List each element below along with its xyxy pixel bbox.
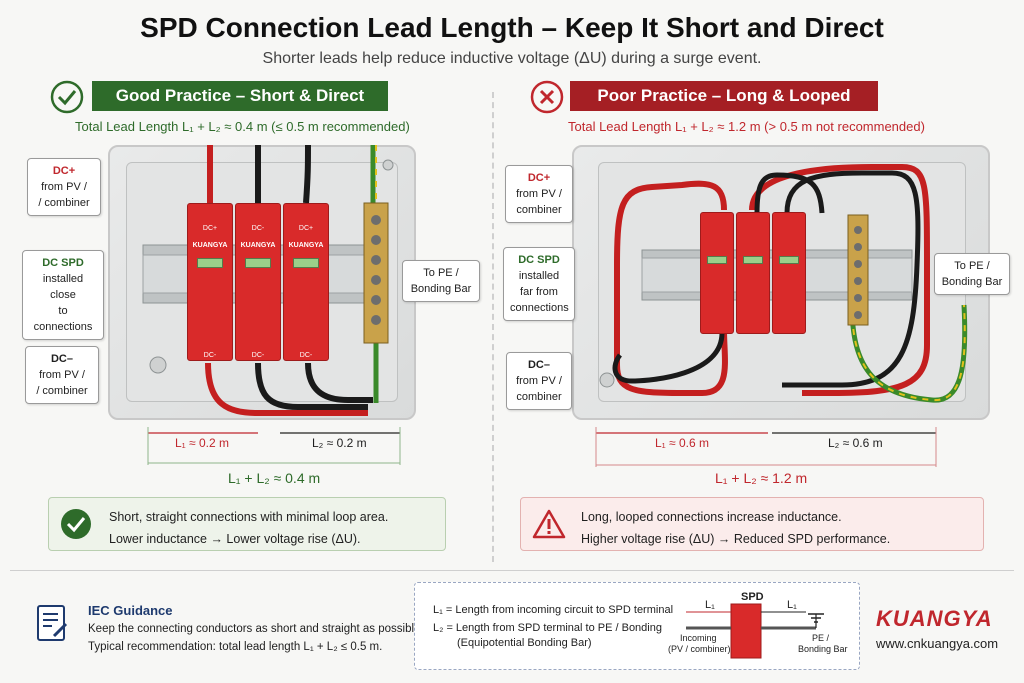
legend-box xyxy=(414,582,860,670)
legend-incoming-2: (PV / combiner) xyxy=(668,644,731,654)
good-spd-1-top: DC+ xyxy=(202,225,218,232)
good-spd-1-bottom: DC- xyxy=(203,352,217,359)
website-link[interactable]: www.cnkuangya.com xyxy=(876,636,999,651)
poor-callout-spd: DC SPD installed far from connections xyxy=(503,247,575,321)
iec-line-1: Keep the connecting conductors as short … xyxy=(88,623,424,635)
good-spd-2-brand: KUANGYA xyxy=(240,242,276,249)
legend-l2b: (Equipotential Bonding Bar) xyxy=(457,637,592,649)
good-note: Short, straight connections with minimal… xyxy=(48,497,446,551)
good-spd-2-bottom: DC- xyxy=(251,352,265,359)
legend-l1: L₁ = Length from incoming circuit to SPD… xyxy=(433,604,674,616)
page-title: SPD Connection Lead Length – Keep It Sho… xyxy=(140,12,884,43)
warning-icon xyxy=(532,509,566,539)
document-icon xyxy=(37,605,68,641)
good-dimension-lines xyxy=(147,427,401,465)
check-circle-icon xyxy=(50,80,84,114)
poor-spd-module-2 xyxy=(736,212,770,334)
good-spd-module-2 xyxy=(235,203,281,361)
legend-l2-tag: L₁ xyxy=(787,599,797,611)
good-total-line: Total Lead Length L₁ + L₂ ≈ 0.4 m (≤ 0.5… xyxy=(75,119,410,134)
good-practice-badge: Good Practice – Short & Direct xyxy=(92,81,388,111)
good-spd-2-top: DC- xyxy=(251,225,265,232)
check-circle-filled-icon xyxy=(61,509,91,539)
poor-callout-pe: To PE / Bonding Bar xyxy=(934,253,1010,295)
poor-l1-label: L₁ ≈ 0.6 m xyxy=(655,436,709,450)
good-callout-pe: To PE / Bonding Bar xyxy=(402,260,480,302)
legend-pe-2: Bonding Bar xyxy=(798,644,848,654)
good-spd-module-1 xyxy=(187,203,233,361)
good-l1-label: L₁ ≈ 0.2 m xyxy=(175,436,229,450)
poor-total-label: L₁ + L₂ ≈ 1.2 m xyxy=(715,470,808,486)
iec-title: IEC Guidance xyxy=(88,603,173,618)
good-callout-spd: DC SPD installed close to connections xyxy=(22,250,104,340)
good-spd-3-brand: KUANGYA xyxy=(288,242,324,249)
good-spd-module-3 xyxy=(283,203,329,361)
legend-l1-tag: L₁ xyxy=(705,599,715,611)
good-callout-dcplus: DC+ from PV / / combiner xyxy=(27,158,101,216)
poor-total-line: Total Lead Length L₁ + L₂ ≈ 1.2 m (> 0.5… xyxy=(568,119,925,134)
good-callout-dcminus: DC– from PV / / combiner xyxy=(25,346,99,404)
poor-spd-module-3 xyxy=(772,212,806,334)
legend-spd: SPD xyxy=(741,591,764,603)
poor-callout-dcminus: DC– from PV / combiner xyxy=(506,352,572,410)
brand-logo: KUANGYA xyxy=(876,606,993,631)
page-subtitle: Shorter leads help reduce inductive volt… xyxy=(262,50,762,67)
legend-diagram xyxy=(686,603,824,659)
legend-incoming: Incoming xyxy=(680,633,717,643)
center-divider xyxy=(492,92,494,562)
poor-note: Long, looped connections increase induct… xyxy=(520,497,984,551)
poor-spd-module-1 xyxy=(700,212,734,334)
poor-practice-badge: Poor Practice – Long & Looped xyxy=(570,81,878,111)
good-spd-3-top: DC+ xyxy=(298,225,314,232)
legend-pe: PE / xyxy=(812,633,830,643)
poor-l2-label: L₂ ≈ 0.6 m xyxy=(828,436,883,450)
poor-callout-dcplus: DC+ from PV / combiner xyxy=(505,165,573,223)
legend-l2: L₂ = Length from SPD terminal to PE / Bo… xyxy=(433,622,662,634)
good-total-label: L₁ + L₂ ≈ 0.4 m xyxy=(228,470,321,486)
good-spd-1-brand: KUANGYA xyxy=(192,242,228,249)
poor-dimension-lines xyxy=(595,427,937,467)
x-circle-icon xyxy=(530,80,564,114)
iec-line-2: Typical recommendation: total lead lengt… xyxy=(88,641,383,653)
good-spd-3-bottom: DC- xyxy=(299,352,313,359)
good-l2-label: L₂ ≈ 0.2 m xyxy=(312,436,367,450)
